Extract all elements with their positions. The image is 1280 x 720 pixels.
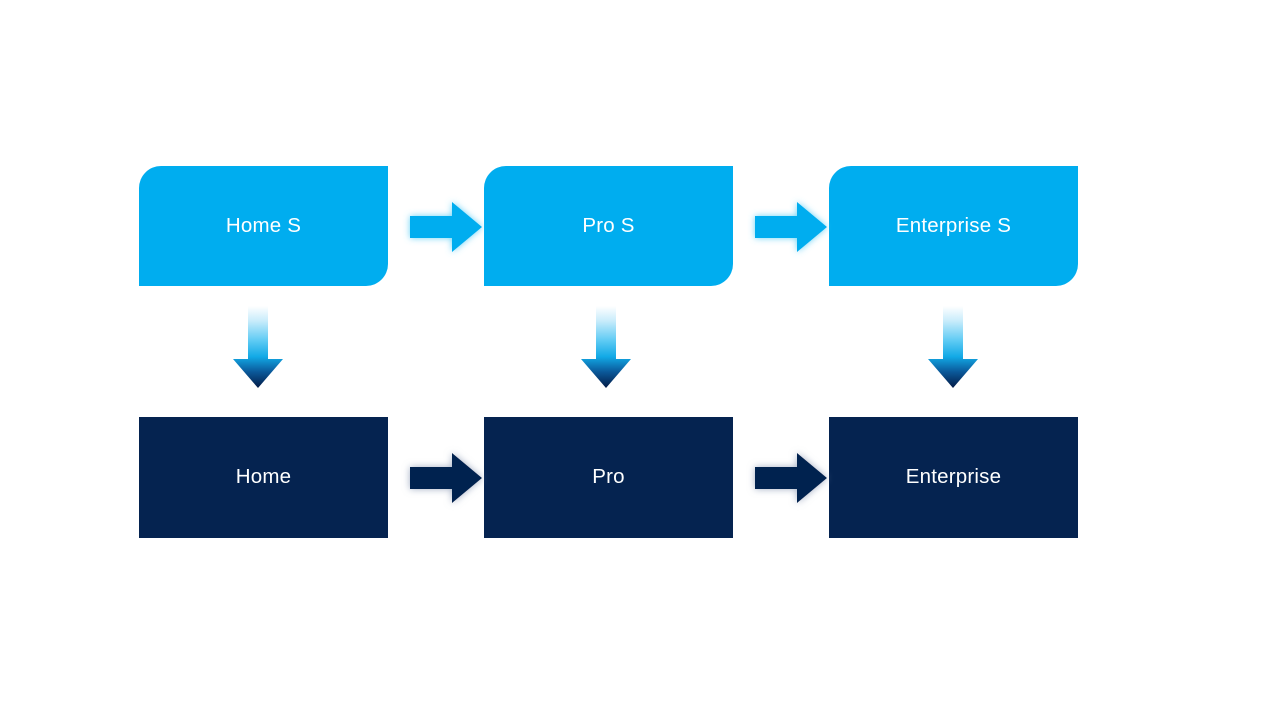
arrow-enterprise-s-to-enterprise (922, 306, 984, 390)
arrow-right-icon (755, 453, 827, 503)
node-home[interactable]: Home (139, 417, 388, 538)
arrow-down-icon (233, 306, 283, 388)
node-label: Home (235, 465, 292, 489)
arrow-home-s-to-pro-s (406, 196, 484, 258)
node-label: Enterprise S (895, 213, 1012, 237)
arrow-right-icon (755, 202, 827, 252)
arrow-pro-s-to-pro (575, 306, 637, 390)
node-label: Pro S (582, 213, 635, 237)
node-label: Home S (225, 213, 302, 237)
node-pro[interactable]: Pro (484, 417, 733, 538)
arrow-home-s-to-home (227, 306, 289, 390)
node-home-s[interactable]: Home S (139, 166, 388, 286)
node-label: Enterprise (905, 465, 1002, 489)
node-enterprise-s[interactable]: Enterprise S (829, 166, 1078, 286)
node-enterprise[interactable]: Enterprise (829, 417, 1078, 538)
arrow-pro-to-enterprise (751, 447, 829, 509)
arrow-down-icon (928, 306, 978, 388)
arrow-right-icon (410, 453, 482, 503)
arrow-down-icon (581, 306, 631, 388)
arrow-home-to-pro (406, 447, 484, 509)
arrow-pro-s-to-enterprise-s (751, 196, 829, 258)
node-pro-s[interactable]: Pro S (484, 166, 733, 286)
arrow-right-icon (410, 202, 482, 252)
node-label: Pro (592, 465, 625, 489)
